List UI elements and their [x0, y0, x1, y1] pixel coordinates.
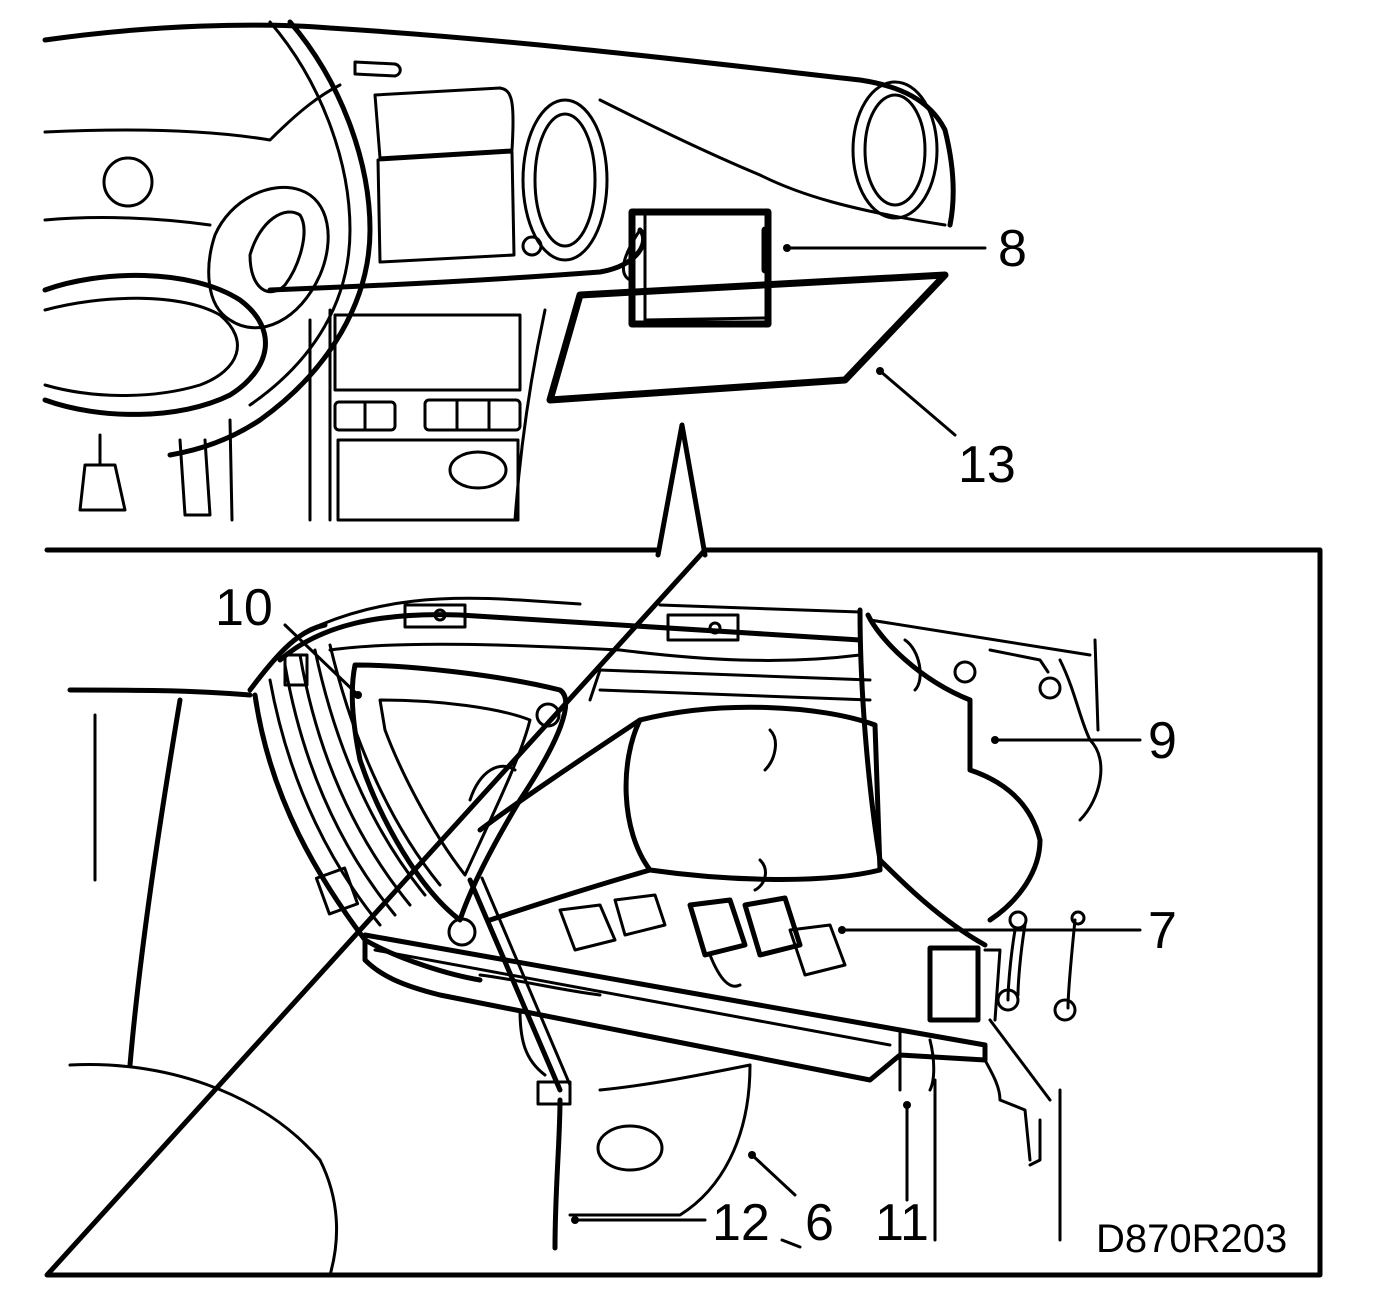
callout-12: 12 [712, 1194, 770, 1252]
detail-pointer [655, 422, 708, 558]
callout-8: 8 [998, 220, 1027, 278]
center-display [376, 150, 516, 264]
glovebox-detail [67, 596, 1142, 1277]
relay-box [927, 945, 981, 1023]
steering-wheel-rim [42, 272, 268, 417]
dashboard-overview [42, 19, 987, 558]
callout-10: 10 [215, 579, 273, 637]
center-oval-vent [521, 98, 609, 262]
figure-code: D870R203 [1096, 1217, 1287, 1261]
glovebox-tray [362, 932, 988, 1083]
air-duct [623, 704, 883, 882]
callout-13: 13 [958, 436, 1016, 494]
leader-line-10 [283, 623, 360, 697]
callout-11: 11 [875, 1194, 929, 1252]
callout-9: 9 [1148, 712, 1177, 770]
console-buttons-right [423, 398, 522, 432]
pedal [78, 463, 127, 512]
detail-frame [44, 547, 1323, 1278]
callout-6: 6 [805, 1194, 834, 1252]
center-vent-upper [373, 86, 515, 160]
glovebox-bracket-10 [349, 662, 569, 923]
leader-line-13 [878, 369, 957, 437]
radio-unit [333, 313, 522, 392]
leader-line-6 [750, 1153, 797, 1197]
gear-knob [448, 450, 508, 490]
left-vent [102, 156, 154, 208]
glovebox-lid [546, 271, 949, 404]
leader-line-7b [988, 1018, 1052, 1102]
component-8-outline [628, 208, 772, 328]
right-oval-vent [851, 80, 939, 220]
bracket-9 [857, 607, 988, 948]
callout-7: 7 [1148, 902, 1177, 960]
